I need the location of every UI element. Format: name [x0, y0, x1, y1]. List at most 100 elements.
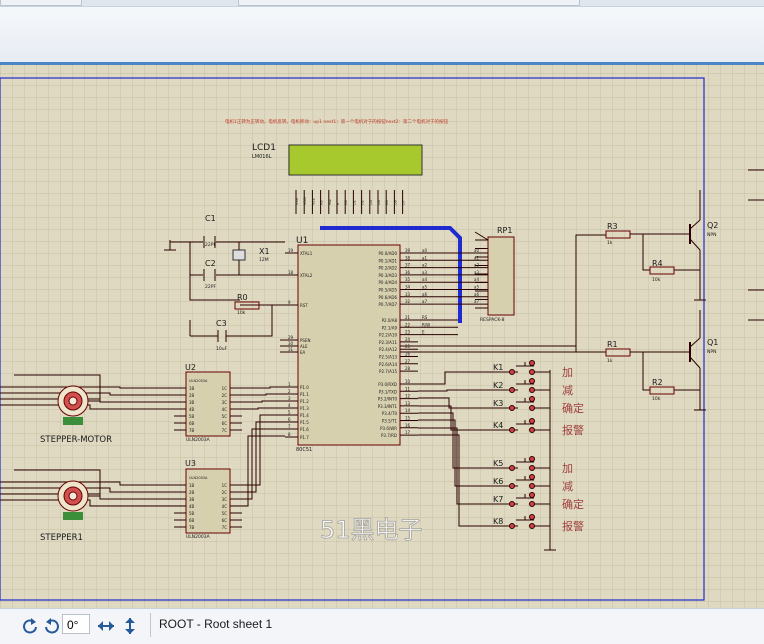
- u1-pin-name: P2.2/A10: [379, 333, 397, 338]
- u1-pin-name: P3.1/TXD: [379, 389, 397, 394]
- u1-pin-name: EA: [300, 350, 306, 355]
- u1-pin-name: P1.6: [300, 427, 309, 432]
- rotate-counterclockwise-button[interactable]: [40, 614, 62, 636]
- stepper-motor-2: [57, 480, 89, 520]
- uln-com: ULN2003A: [189, 379, 208, 383]
- rp1-ref: RP1: [497, 226, 512, 235]
- key-function-label: 报警: [562, 423, 584, 437]
- uln-pin-label: 2C: [222, 393, 228, 398]
- u1-pin-number: 23: [405, 330, 411, 335]
- schematic-canvas[interactable]: 电机1正转为正转动，电机反转。电机移动：up1 next1：第一个电机对于的按钮…: [0, 65, 764, 608]
- key-ref: K8: [493, 517, 503, 526]
- u3-ref: U3: [185, 459, 196, 468]
- bus-label: a1: [422, 255, 427, 260]
- u1-pin-number: 10: [405, 379, 411, 384]
- r3-value: 1k: [607, 240, 613, 246]
- toolbar-segment[interactable]: [238, 0, 580, 6]
- bus-label: a4: [422, 277, 427, 282]
- r0-value: 10k: [237, 310, 246, 316]
- lcd-pin-label: D2: [361, 200, 365, 205]
- u1-pin-number: 30: [288, 341, 294, 346]
- u1-pin-number: 3: [288, 396, 291, 401]
- u1-pin-name: P2.3/A11: [379, 340, 397, 345]
- key-ref: K2: [493, 381, 503, 390]
- uln-pin-label: 7B: [189, 525, 195, 530]
- bus-label: a0: [474, 248, 479, 253]
- u1-pin-name: P2.7/A15: [379, 369, 397, 374]
- rotation-input[interactable]: 0°: [62, 614, 90, 634]
- rotate-counterclockwise-icon: [45, 618, 59, 634]
- schematic-note: 电机1正转为正转动，电机反转。电机移动：up1 next1：第一个电机对于的按钮…: [225, 118, 449, 125]
- u1-pin-number: 4: [288, 403, 291, 408]
- u1-pin-name: P0.2/AD2: [379, 266, 398, 271]
- key-ref: K7: [493, 495, 503, 504]
- u1-body: [297, 244, 401, 446]
- u1-pin-name: P3.3/INT1: [378, 404, 398, 409]
- lcd-pin-label: VSS: [295, 197, 299, 205]
- uln-pin-label: 1B: [189, 386, 195, 391]
- u1-pin-number: 24: [405, 337, 411, 342]
- key-ref: K6: [493, 477, 503, 486]
- u1-pin-number: 26: [405, 352, 411, 357]
- bus-label: a2: [422, 263, 427, 268]
- u1-pin-number: 9: [288, 300, 291, 305]
- uln-pin-label: 4C: [222, 407, 228, 412]
- uln-pin-label: 3B: [189, 400, 195, 405]
- motor2-label: STEPPER1: [40, 533, 83, 543]
- rotate-clockwise-button[interactable]: [18, 614, 40, 636]
- uln-pin-label: 1C: [222, 386, 228, 391]
- lcd-pin-label: VEE: [311, 198, 315, 205]
- u1-pin-number: 21: [405, 315, 411, 320]
- u1-pin-number: 12: [405, 394, 411, 399]
- u1-pin-number: 33: [405, 292, 411, 297]
- lcd-pin-label: D1: [352, 200, 356, 205]
- uln-pin-label: 7B: [189, 428, 195, 433]
- lcd-pin-label: D6: [393, 200, 397, 205]
- key-function-label: 确定: [562, 497, 584, 511]
- bus-label: a7: [474, 299, 479, 304]
- uln-pin-label: 1B: [189, 483, 195, 488]
- lcd-pin-label: RS: [320, 200, 324, 205]
- key-ref: K5: [493, 459, 503, 468]
- q1-ref: Q1: [707, 338, 718, 347]
- u1-pin-name: P1.5: [300, 420, 309, 425]
- toolbar-segment[interactable]: [0, 0, 82, 6]
- ctrl-label: R/W: [422, 322, 430, 327]
- c1-ref: C1: [205, 214, 216, 223]
- u1-pin-name: XTAL1: [300, 251, 313, 256]
- uln-pin-label: 2B: [189, 490, 195, 495]
- lcd-pin-label: D3: [369, 200, 373, 205]
- u2-body: [185, 371, 231, 437]
- u1-pin-name: P0.4/AD4: [379, 280, 398, 285]
- u1-pin-number: 19: [288, 248, 294, 253]
- u1-pin-name: P2.0/A8: [382, 318, 398, 323]
- r1-ref: R1: [607, 340, 618, 349]
- q1-value: NPN: [707, 349, 716, 355]
- q2-value: NPN: [707, 232, 716, 238]
- bus-label: a6: [474, 292, 479, 297]
- u1-pin-name: P1.1: [300, 392, 309, 397]
- c3-ref: C3: [216, 319, 227, 328]
- workspace-divider: [0, 62, 764, 65]
- u1-pin-number: 14: [405, 408, 411, 413]
- lcd-ref: LCD1: [252, 143, 276, 153]
- u2-part: ULN2003A: [186, 437, 211, 443]
- flip-horizontal-button[interactable]: [94, 614, 116, 636]
- key-function-label: 报警: [562, 519, 584, 533]
- flip-vertical-button[interactable]: [118, 614, 140, 636]
- u1-pin-number: 35: [405, 277, 411, 282]
- u1-pin-number: 16: [405, 423, 411, 428]
- u1-pin-number: 6: [288, 417, 291, 422]
- u1-pin-number: 2: [288, 389, 291, 394]
- ctrl-label: E: [422, 330, 425, 335]
- uln-pin-label: 6B: [189, 518, 195, 523]
- u1-pin-number: 1: [288, 382, 291, 387]
- bus-label: a2: [474, 263, 479, 268]
- flip-vertical-icon: [125, 618, 135, 634]
- bus-label: a5: [474, 285, 479, 290]
- lcd-pin-label: VDD: [303, 197, 307, 205]
- top-strip: [0, 0, 764, 7]
- bus-label: a4: [474, 277, 479, 282]
- c2-ref: C2: [205, 259, 216, 268]
- u1-pin-number: 36: [405, 270, 411, 275]
